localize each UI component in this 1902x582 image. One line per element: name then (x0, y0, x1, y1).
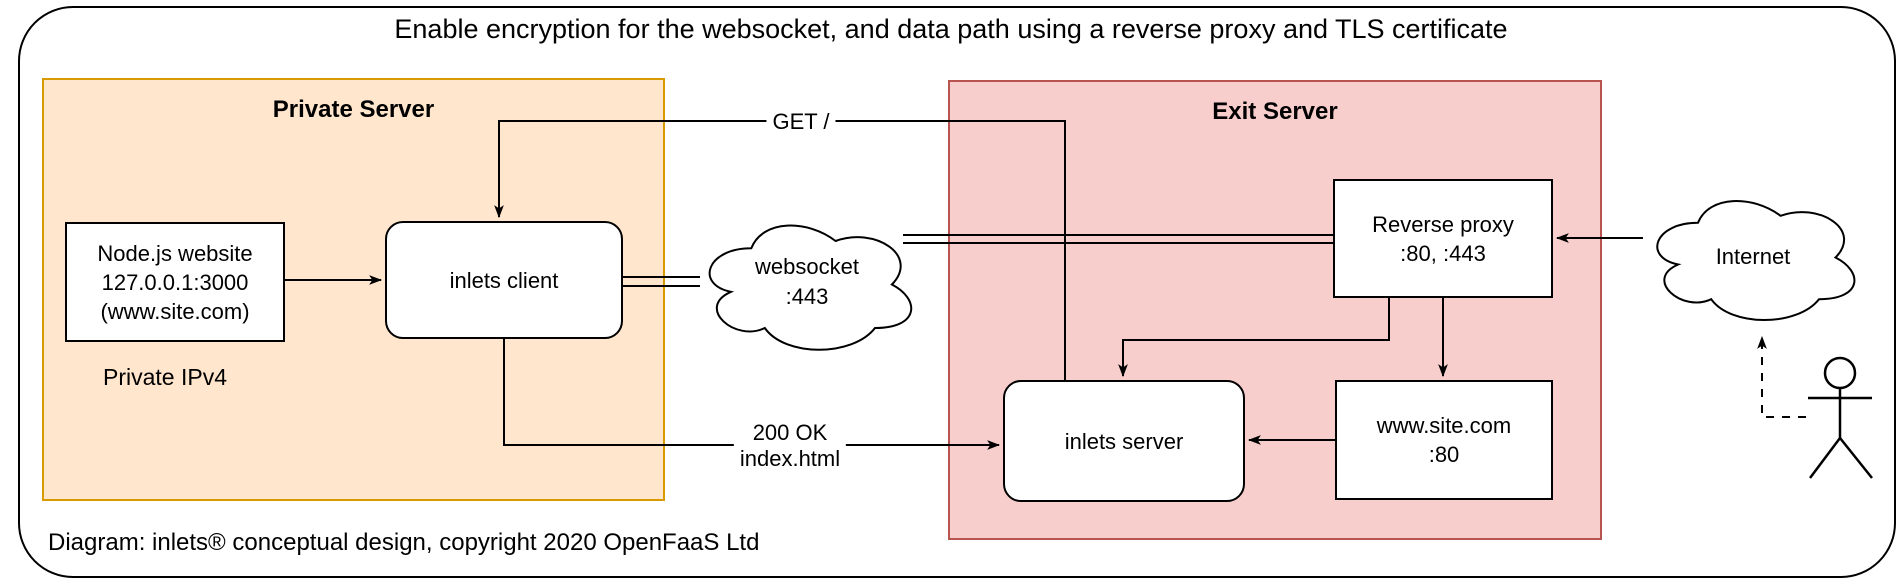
websocket-line2: :443 (785, 284, 829, 309)
reverse-proxy-line1: Reverse proxy (1372, 211, 1514, 237)
private-ipv4-note: Private IPv4 (103, 364, 227, 390)
websocket-cloud-text: websocket :443 (702, 252, 912, 312)
node-www-site: www.site.com :80 (1335, 380, 1553, 500)
edge-label-response: 200 OK index.html (733, 419, 847, 473)
nodejs-website-line1: Node.js website (97, 240, 253, 266)
websocket-cloud-icon (708, 224, 913, 351)
private-server-label: Private Server (272, 96, 435, 123)
inlets-server-label: inlets server (1064, 428, 1184, 454)
edge-label-get: GET / (766, 108, 836, 136)
edge-label-response-line2: index.html (739, 446, 841, 471)
person-icon (1808, 356, 1873, 479)
edge-person-to-internet (1757, 335, 1806, 418)
diagram-title: Enable encryption for the websocket, and… (394, 14, 1508, 44)
internet-cloud-icon (1656, 199, 1856, 322)
node-inlets-server: inlets server (1003, 380, 1245, 502)
node-nodejs-website: Node.js website 127.0.0.1:3000 (www.site… (65, 222, 285, 342)
inlets-client-label: inlets client (449, 267, 559, 293)
edge-label-response-line1: 200 OK (752, 420, 828, 445)
edge-proxy-to-inlets-server (1118, 298, 1390, 378)
nodejs-website-line2: 127.0.0.1:3000 (101, 269, 249, 295)
exit-server-label: Exit Server (1212, 98, 1338, 125)
websocket-line1: websocket (755, 254, 859, 279)
www-site-line1: www.site.com (1376, 413, 1512, 438)
node-inlets-client: inlets client (385, 221, 623, 339)
internet-label: Internet (1715, 244, 1791, 269)
www-site-line2: :80 (1428, 442, 1460, 467)
internet-cloud-text: Internet (1648, 242, 1858, 272)
copyright-note: Diagram: inlets® conceptual design, copy… (48, 529, 760, 556)
node-reverse-proxy: Reverse proxy :80, :443 (1333, 179, 1553, 298)
reverse-proxy-line2: :80, :443 (1400, 240, 1486, 266)
nodejs-website-line3: (www.site.com) (100, 298, 250, 324)
